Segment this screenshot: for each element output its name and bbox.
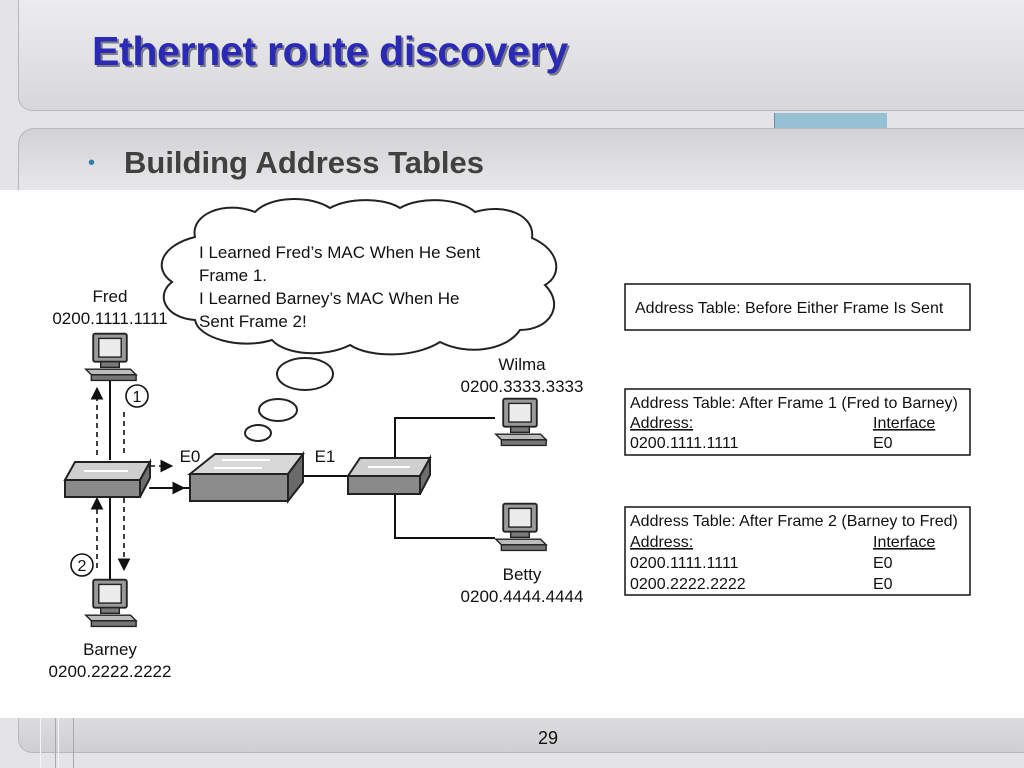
bullet-dot: • [88,152,96,174]
betty-name: Betty [503,565,542,584]
table-1-row-1-address: 0200.1111.1111 [630,435,739,452]
table-2-col-address: Address: [630,534,693,551]
footer-bar [18,718,1024,753]
table-1-row-1-interface: E0 [873,435,893,452]
hub-left [63,458,152,498]
slide-title: Ethernet route discovery [92,28,568,74]
fred-name: Fred [93,287,128,306]
page-number: 29 [537,728,559,748]
bullet-text: Building Address Tables [124,145,484,180]
svg-text:1: 1 [133,389,142,406]
betty-mac: 0200.4444.4444 [461,587,584,606]
betty-computer-icon [494,502,548,552]
step-marker-2: 2 [70,553,94,577]
fred-mac: 0200.1111.1111 [52,309,167,328]
thought-line-3: I Learned Barney’s MAC When He [199,289,459,308]
wilma-computer-icon [494,397,548,447]
thought-line-4: Sent Frame 2! [199,312,307,331]
table-2-col-interface: Interface [873,534,935,551]
table-after-frame-1: Address Table: After Frame 1 (Fred to Ba… [624,388,971,456]
wilma-mac: 0200.3333.3333 [461,377,584,396]
content-box [18,128,1024,191]
hub-right [346,454,432,495]
thought-line-2: Frame 1. [199,266,267,285]
table-2-row-2-interface: E0 [873,576,893,593]
port-e1-label: E1 [315,447,336,466]
switch-center [187,451,305,504]
title-bar [18,0,1024,111]
table-before-title: Address Table: Before Either Frame Is Se… [635,300,944,317]
table-1-col-address: Address: [630,415,693,432]
thought-bubble: I Learned Fred’s MAC When He Sent Frame … [160,198,558,442]
table-1-col-interface: Interface [873,415,935,432]
table-2-title: Address Table: After Frame 2 (Barney to … [630,513,958,530]
fred-computer-icon [84,332,138,382]
barney-computer-icon [84,578,138,628]
footer-decoration [40,718,56,768]
network-diagram: I Learned Fred’s MAC When He Sent Frame … [0,190,1024,718]
table-after-frame-2: Address Table: After Frame 2 (Barney to … [624,506,971,596]
accent-bar [774,113,887,129]
table-before: Address Table: Before Either Frame Is Se… [624,283,971,331]
table-2-row-1-address: 0200.1111.1111 [630,555,739,572]
footer-decoration [58,718,74,768]
wilma-name: Wilma [498,355,546,374]
frame-arrows [90,386,186,572]
port-e0-label: E0 [180,447,201,466]
table-1-title: Address Table: After Frame 1 (Fred to Ba… [630,395,958,412]
table-2-row-2-address: 0200.2222.2222 [630,576,746,593]
step-marker-1: 1 [125,384,149,408]
barney-mac: 0200.2222.2222 [49,662,172,681]
svg-text:2: 2 [78,558,87,575]
thought-line-1: I Learned Fred’s MAC When He Sent [199,243,481,262]
barney-name: Barney [83,640,137,659]
table-2-row-1-interface: E0 [873,555,893,572]
